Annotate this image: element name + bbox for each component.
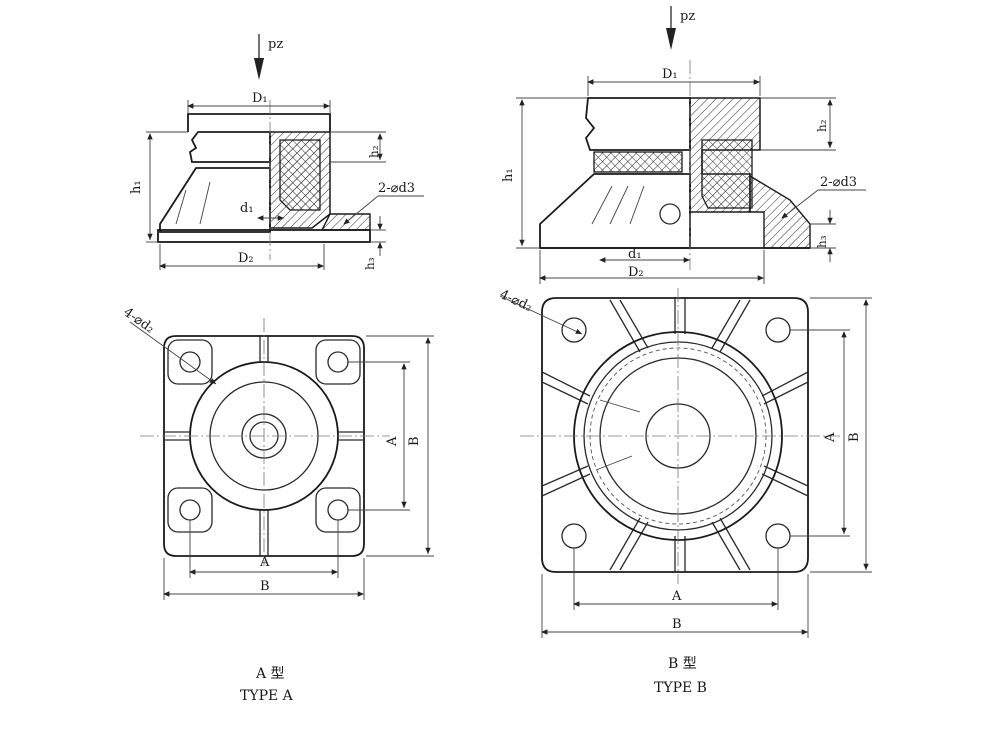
bolt-hole-section	[659, 203, 681, 225]
dim-h2: h₂	[367, 145, 381, 158]
dim-h1: h₁	[501, 168, 516, 182]
dim-B-horizontal: B	[260, 579, 270, 594]
rubber-layer	[593, 151, 683, 173]
base-square	[541, 297, 809, 573]
dim-D1: D₁	[252, 91, 268, 106]
mount-hole	[327, 499, 349, 521]
mount-hole	[765, 523, 791, 549]
housing-left	[539, 173, 691, 249]
caption-type-a-cn: A 型	[255, 666, 285, 682]
caption-type-a-en: TYPE A	[240, 688, 294, 704]
load-label: pz	[680, 9, 695, 24]
dim-D1: D₁	[662, 67, 678, 82]
mount-hole	[561, 317, 587, 343]
dim-B-vertical: B	[847, 432, 862, 442]
rubber-core	[279, 139, 321, 211]
base-flange-section	[749, 174, 811, 249]
base-plate	[157, 229, 371, 243]
neck	[188, 131, 271, 163]
mount-hole	[765, 317, 791, 343]
load-label: pz	[268, 37, 283, 52]
mount-hole	[561, 523, 587, 549]
dim-h1: h₁	[129, 180, 144, 194]
dim-D2: D₂	[238, 251, 254, 266]
dim-D2: D₂	[628, 265, 644, 280]
housing-left	[159, 167, 271, 233]
dim-A-horizontal: A	[671, 589, 682, 604]
mount-holes-label: 4-⌀d₂	[120, 305, 156, 337]
dim-B-vertical: B	[407, 436, 422, 446]
dim-h3: h₃	[363, 257, 377, 270]
caption-type-b-en: TYPE B	[654, 680, 707, 696]
dim-h3: h₃	[815, 235, 829, 248]
rubber-core	[701, 139, 753, 209]
dim-B-horizontal: B	[672, 617, 682, 632]
load-arrow-head	[254, 58, 264, 80]
bolt-holes-label: 2-⌀d3	[820, 175, 857, 190]
load-arrow-head	[666, 28, 676, 50]
caption-type-b-cn: B 型	[668, 656, 697, 672]
type-b-section-view: pz D₁ h₁ h₂ 2-⌀d3	[501, 6, 866, 284]
mount-hole	[179, 499, 201, 521]
top-plate	[187, 113, 331, 132]
housing-rib	[199, 181, 211, 225]
dim-d1: d₁	[240, 201, 254, 216]
mount-hole	[179, 351, 201, 373]
mount-hole	[327, 351, 349, 373]
type-a-plan-view: 4-⌀d₂ A B A B	[120, 305, 434, 600]
dim-h2: h₂	[815, 119, 829, 132]
dim-A-vertical: A	[823, 432, 838, 443]
corner-pad	[167, 339, 213, 385]
mount-holes-label: 4-⌀d₂	[497, 287, 534, 315]
base-square	[163, 335, 365, 557]
dim-A-vertical: A	[385, 436, 400, 447]
dim-A-horizontal: A	[259, 555, 270, 570]
bolt-holes-label: 2-⌀d3	[378, 181, 415, 196]
top-cap	[584, 97, 691, 151]
housing-rib	[175, 189, 187, 225]
dim-d1: d₁	[628, 247, 642, 262]
type-b-plan-view: 4-⌀d₂ A B A B	[497, 287, 872, 638]
radial-ribs	[541, 298, 809, 572]
type-a-section-view: pz D₁ h₁ h₂ 2-⌀d3	[129, 34, 424, 270]
